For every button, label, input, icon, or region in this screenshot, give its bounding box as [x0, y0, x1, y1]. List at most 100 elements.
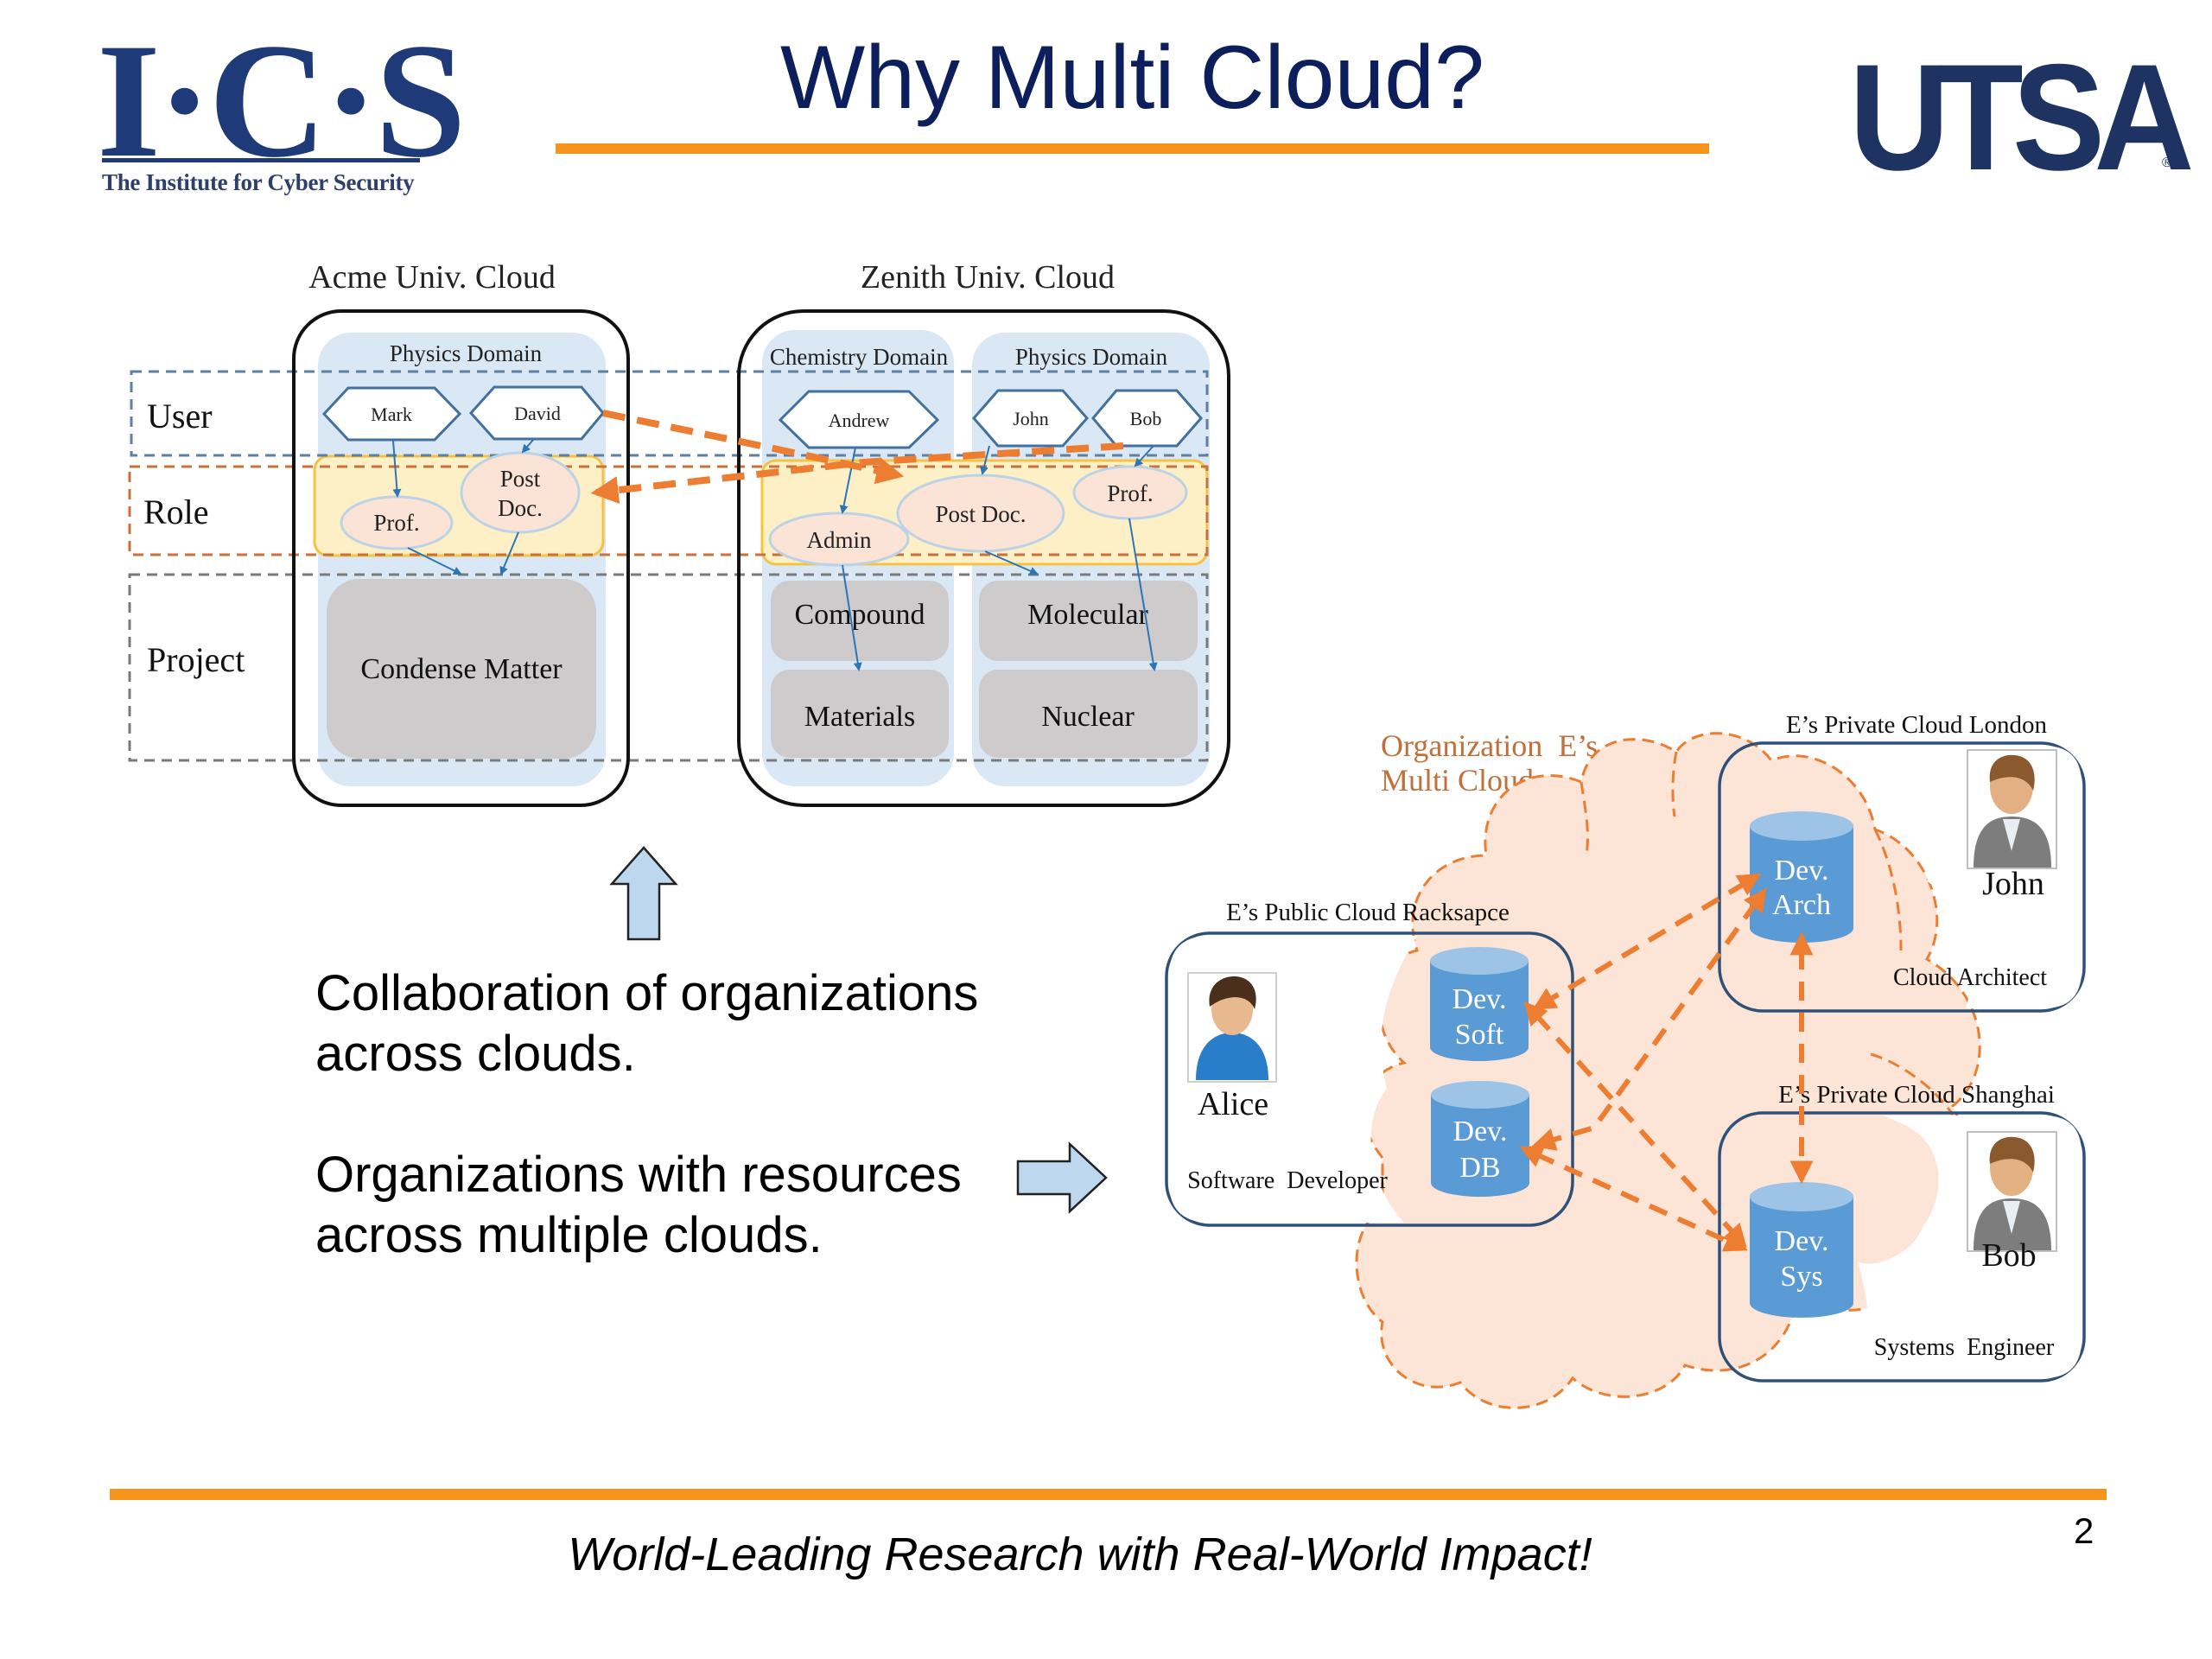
cloud-label-public-rackspace: E’s Public Cloud Racksapce	[1226, 899, 1510, 926]
resource-dev-db: Dev. DB	[1431, 1081, 1529, 1197]
layer-band-project	[128, 573, 1209, 762]
edge-andrew-admin	[839, 447, 856, 514]
point-multi-cloud-line-1: Organizations with resources	[315, 1147, 962, 1203]
resource-dev-sys: Dev. Sys	[1750, 1182, 1853, 1318]
point-collaboration: Collaboration of organizations across cl…	[315, 963, 978, 1084]
cross-link-david-to-zenith-postdoc	[602, 410, 905, 485]
project-box-nuclear	[979, 670, 1198, 758]
layer-label-user: User	[147, 397, 213, 435]
role-node-zenith-admin: Admin	[768, 512, 910, 567]
domain-label-zenith-chemistry: Chemistry Domain	[770, 344, 949, 370]
cloud-lobe-line	[1870, 1052, 1955, 1116]
role-node-acme-postdoc: Post Doc.	[460, 451, 581, 534]
up-block-arrow-icon	[609, 846, 678, 941]
edge-postdoc-condense	[499, 531, 519, 575]
edge-prof-condense	[407, 547, 462, 575]
footer-tagline: World-Leading Research with Real-World I…	[568, 1529, 1592, 1580]
ics-logo-rule	[102, 158, 420, 162]
project-label-nuclear: Nuclear	[1041, 701, 1135, 733]
edge-john-postdoc	[980, 445, 990, 475]
cloud-lobe-line	[1873, 829, 1903, 951]
project-label-compound: Compound	[794, 599, 925, 631]
point-collaboration-line-1: Collaboration of organizations	[315, 965, 979, 1021]
edge-mark-prof	[392, 440, 402, 498]
cloud-lobe-line	[1580, 781, 1589, 856]
avatar-john-icon	[1967, 749, 2057, 869]
role-node-acme-prof: Prof.	[340, 495, 454, 550]
page-number: 2	[2074, 1510, 2094, 1551]
svg-text:Post: Post	[500, 466, 541, 492]
project-label-molecular: Molecular	[1027, 599, 1148, 631]
svg-text:Mark: Mark	[371, 404, 412, 425]
svg-text:Dev.: Dev.	[1452, 983, 1507, 1015]
slide-title: Why Multi Cloud?	[780, 28, 1484, 128]
footer-bar	[110, 1489, 2107, 1500]
org-label-line-1: Organization E’s	[1381, 728, 1598, 763]
project-label-materials: Materials	[804, 701, 915, 733]
avatar-alice-icon	[1187, 972, 1277, 1083]
cloud-lobe-line	[1671, 751, 1678, 817]
svg-text:Soft: Soft	[1455, 1019, 1504, 1051]
layer-band-user	[130, 370, 1209, 457]
cloud-label-acme: Acme Univ. Cloud	[308, 259, 556, 296]
cross-link-bob-to-acme-postdoc	[590, 442, 1124, 505]
project-box-materials	[771, 670, 949, 758]
project-box-compound	[771, 581, 949, 661]
cloud-container-zenith	[737, 309, 1230, 807]
svg-text:Sys: Sys	[1780, 1261, 1822, 1293]
edge-prof-nuclear	[1128, 518, 1158, 671]
svg-text:Dev.: Dev.	[1775, 855, 1829, 887]
svg-text:Prof.: Prof.	[1107, 480, 1153, 506]
ics-logo: I·C·S	[97, 10, 467, 192]
edge-bob-prof	[1134, 445, 1154, 467]
user-node-andrew: Andrew	[778, 390, 940, 449]
user-name-alice: Alice	[1198, 1086, 1268, 1122]
layer-band-role	[128, 465, 1209, 556]
right-block-arrow-icon	[1016, 1141, 1108, 1214]
point-multi-cloud-line-2: across multiple clouds.	[315, 1207, 823, 1263]
svg-text:Doc.: Doc.	[498, 495, 543, 521]
svg-text:Dev.: Dev.	[1453, 1116, 1508, 1147]
user-node-john: John	[972, 389, 1089, 448]
svg-text:Prof.: Prof.	[373, 510, 419, 536]
user-role-software-developer: Software Developer	[1187, 1167, 1388, 1194]
svg-text:Bob: Bob	[1130, 408, 1162, 429]
edge-david-postdoc	[521, 439, 534, 454]
project-box-condense-matter	[327, 579, 596, 759]
svg-text:Admin: Admin	[806, 527, 872, 553]
edge-postdoc-molecular	[984, 550, 1039, 575]
user-role-systems-engineer: Systems Engineer	[1874, 1334, 2055, 1361]
user-node-mark: Mark	[321, 386, 462, 442]
cloud-label-zenith: Zenith Univ. Cloud	[861, 259, 1115, 296]
point-collaboration-line-2: across clouds.	[315, 1026, 636, 1082]
resource-dev-soft: Dev. Soft	[1430, 947, 1529, 1061]
role-node-zenith-postdoc: Post Doc.	[896, 474, 1065, 553]
svg-text:Post Doc.: Post Doc.	[935, 501, 1026, 527]
cloud-label-private-london: E’s Private Cloud London	[1786, 711, 2048, 739]
svg-text:Dev.: Dev.	[1775, 1225, 1829, 1257]
svg-text:David: David	[514, 403, 561, 424]
avatar-bob-icon	[1967, 1131, 2057, 1252]
title-underline-bar	[556, 143, 1709, 154]
svg-text:Andrew: Andrew	[829, 410, 890, 431]
user-name-bob: Bob	[1981, 1237, 2036, 1274]
svg-text:Arch: Arch	[1772, 889, 1831, 921]
svg-text:John: John	[1013, 408, 1049, 429]
link-db-sys	[1519, 1145, 1748, 1252]
ics-logo-subtitle: The Institute for Cyber Security	[102, 169, 415, 195]
utsa-logo: UTSA	[1849, 34, 2195, 202]
cloud-container-acme	[292, 309, 630, 807]
resource-dev-arch: Dev. Arch	[1750, 811, 1853, 943]
domain-label-zenith-physics: Physics Domain	[1015, 344, 1168, 370]
cloud-label-private-shanghai: E’s Private Cloud Shanghai	[1778, 1081, 2055, 1109]
user-name-john: John	[1982, 866, 2044, 902]
svg-text:DB: DB	[1459, 1152, 1500, 1184]
point-multi-cloud: Organizations with resources across mult…	[315, 1145, 962, 1266]
utsa-registered-mark: ®	[2162, 156, 2172, 170]
domain-label-acme-physics: Physics Domain	[390, 340, 543, 366]
user-role-cloud-architect: Cloud Architect	[1893, 964, 2047, 991]
layer-label-project: Project	[147, 640, 245, 679]
role-node-zenith-prof: Prof.	[1072, 465, 1188, 520]
